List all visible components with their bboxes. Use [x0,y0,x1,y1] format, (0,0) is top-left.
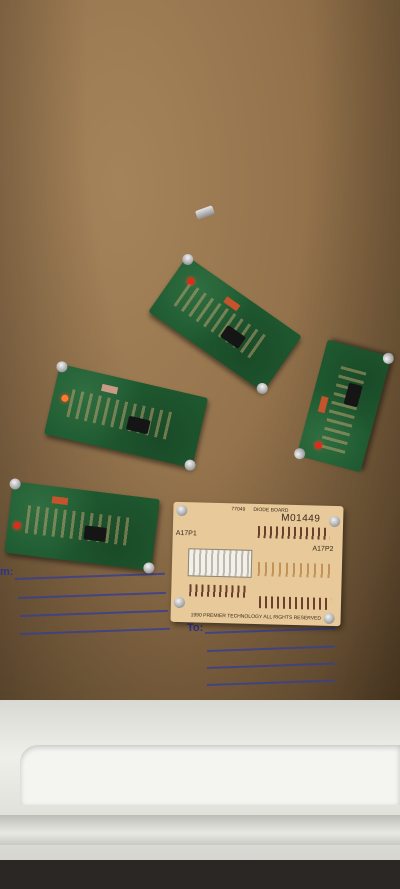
mounting-screw [328,515,341,528]
floor-shadow [0,860,400,889]
relay-component [51,496,69,506]
led-red [60,393,70,403]
relay-component [223,295,241,311]
diode-board-title: DIODE BOARD [253,506,289,514]
appliance-groove [0,815,400,845]
connector-label-right: A17P2 [312,545,334,553]
mounting-screw [323,612,335,625]
pin-header-connector [187,548,253,578]
ic-chip [343,382,363,407]
ic-chip [83,524,107,542]
led-red [186,276,196,287]
mounting-screw [176,504,188,517]
from-label: m: [0,566,14,578]
diode-row [257,526,330,540]
relay-component [317,395,329,414]
connector-label-left: A17P1 [175,529,197,538]
diode-row [189,584,248,598]
ic-chip [220,324,247,349]
led-red [313,440,323,450]
ic-chip [126,415,151,434]
mounting-screw [173,596,186,609]
led-red [13,521,21,530]
solder-pad-row [257,562,333,578]
to-label: To: [187,622,204,634]
appliance-ledge [20,745,400,805]
relay-component [100,383,118,395]
diode-board-copyright: 1990 PREMIER TECHNOLOGY ALL RIGHTS RESER… [190,612,322,622]
diode-board-part-number: 77049 [231,506,246,513]
diode-board-serial: M01449 [281,512,321,525]
diode-board: M01449 77049 DIODE BOARD A17P1 A17P2 199… [170,501,344,627]
mounting-screw [8,477,22,491]
diode-row [258,596,332,610]
